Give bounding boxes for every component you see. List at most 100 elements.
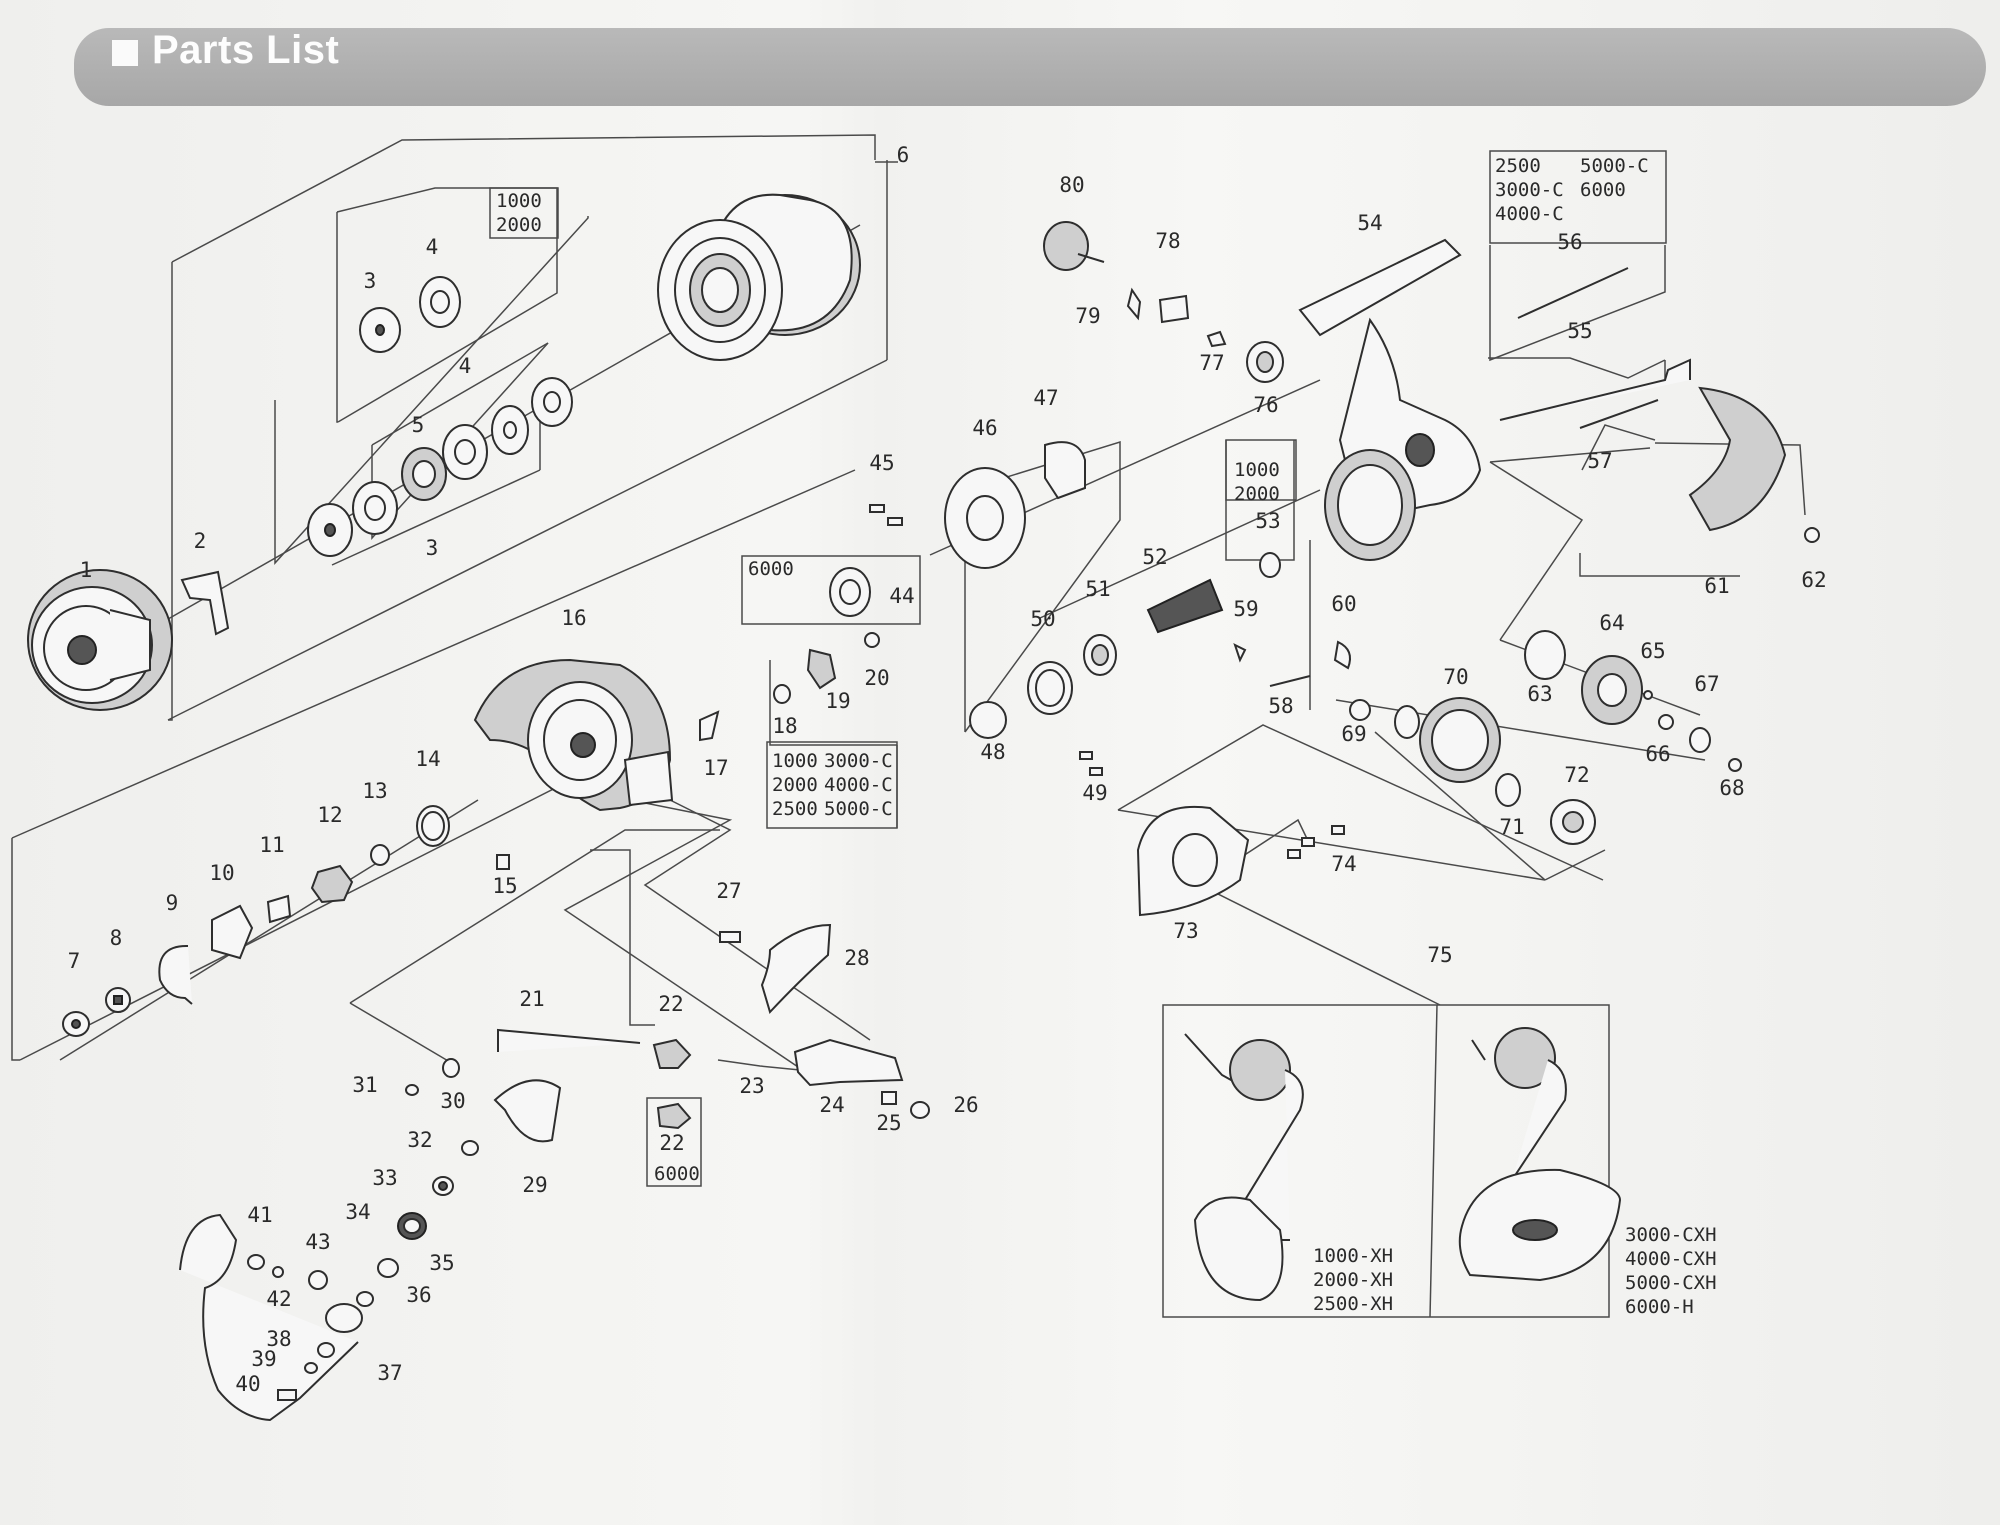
- part-number-label: 52: [1142, 545, 1167, 569]
- box-label: 2500: [772, 798, 818, 820]
- box-label: 2500-XH: [1313, 1293, 1393, 1315]
- handle-parts: [1184, 1027, 1622, 1302]
- box-label: 1000-XH: [1313, 1245, 1393, 1267]
- part-number-label: 63: [1527, 682, 1552, 706]
- box-label: 2000: [772, 774, 818, 796]
- part-number-label: 39: [251, 1347, 276, 1371]
- part-number-label: 41: [247, 1203, 272, 1227]
- part-number-label: 59: [1233, 597, 1258, 621]
- part-number-label: 70: [1443, 665, 1468, 689]
- part-number-label: 24: [819, 1093, 844, 1117]
- part-number-label: 10: [209, 861, 234, 885]
- drag-knob-part: [27, 569, 173, 711]
- part-number-label: 33: [372, 1166, 397, 1190]
- part-number-label: 57: [1587, 449, 1612, 473]
- spool-part: [657, 193, 861, 361]
- box-label: 2500: [1495, 155, 1541, 177]
- part-number-label: 67: [1694, 672, 1719, 696]
- part-number-label: 4: [426, 235, 439, 259]
- part-number-label: 27: [716, 879, 741, 903]
- part-number-label: 28: [844, 946, 869, 970]
- part-number-label: 23: [739, 1074, 764, 1098]
- part-number-label: 64: [1599, 611, 1624, 635]
- part-number-label: 9: [166, 891, 179, 915]
- part-number-label: 43: [305, 1230, 330, 1254]
- part-number-label: 5: [412, 413, 425, 437]
- header-bar: [74, 28, 1986, 106]
- body-parts: [829, 221, 1820, 917]
- box-label: 5000-CXH: [1625, 1272, 1717, 1294]
- part-number-label: 3: [364, 269, 377, 293]
- part-number-label: 21: [519, 987, 544, 1011]
- part-number-label: 78: [1155, 229, 1180, 253]
- part-number-label: 44: [889, 584, 914, 608]
- box-label: 6000-H: [1625, 1296, 1694, 1318]
- part-number-label: 47: [1033, 386, 1058, 410]
- part-number-label: 62: [1801, 568, 1826, 592]
- part-number-label: 48: [980, 740, 1005, 764]
- part-number-label: 65: [1640, 639, 1665, 663]
- part-number-label: 4: [459, 354, 472, 378]
- box-label: 2000-XH: [1313, 1269, 1393, 1291]
- washer-size-box: [489, 187, 559, 239]
- box-labels: 1000 2000 2500 5000-C 3000-C 6000 4000-C…: [496, 155, 1717, 1318]
- box-label: 6000: [748, 558, 794, 580]
- box-label: 3000-C: [1495, 179, 1564, 201]
- box-label: 2000: [1234, 483, 1280, 505]
- main-gear-model-box: [1489, 150, 1667, 244]
- bearing-53-box: [1225, 439, 1297, 501]
- part-22-alt-box: [646, 1097, 702, 1187]
- box-label: 1000: [1234, 459, 1280, 481]
- bail-parts: [179, 923, 930, 1422]
- part-number-label: 53: [1255, 509, 1280, 533]
- part-number-label: 72: [1564, 763, 1589, 787]
- part-number-label: 12: [317, 803, 342, 827]
- part-number-label: 77: [1199, 351, 1224, 375]
- part-number-label: 50: [1030, 607, 1055, 631]
- part-number-label: 34: [345, 1200, 370, 1224]
- part-number-label: 19: [825, 689, 850, 713]
- part-number-label: 30: [440, 1089, 465, 1113]
- part-number-label: 14: [415, 747, 440, 771]
- part-number-label: 22: [658, 992, 683, 1016]
- box-label: 4000-CXH: [1625, 1248, 1717, 1270]
- box-label: 5000-C: [1580, 155, 1649, 177]
- roller-model-box: [766, 741, 898, 829]
- part-number-label: 2: [194, 529, 207, 553]
- box-label: 6000: [1580, 179, 1626, 201]
- part-number-label: 40: [235, 1372, 260, 1396]
- part-number-label: 58: [1268, 694, 1293, 718]
- rotor-parts: [62, 632, 880, 1037]
- part-number-label: 31: [352, 1073, 377, 1097]
- box-label: 4000-C: [824, 774, 893, 796]
- part-number-label: 69: [1341, 722, 1366, 746]
- part-number-label: 20: [864, 666, 889, 690]
- part-number-label: 3: [426, 536, 439, 560]
- box-label: 5000-C: [824, 798, 893, 820]
- box-label: 1000: [496, 190, 542, 212]
- part-number-label: 76: [1253, 393, 1278, 417]
- part-number-label: 13: [362, 779, 387, 803]
- part-number-label: 68: [1719, 776, 1744, 800]
- page-title: Parts List: [152, 28, 340, 72]
- part-number-label: 25: [876, 1111, 901, 1135]
- part-number-label: 46: [972, 416, 997, 440]
- part-number-label: 29: [522, 1173, 547, 1197]
- box-label: 6000: [654, 1163, 700, 1185]
- part-number-label: 71: [1499, 815, 1524, 839]
- part-number-label: 80: [1059, 173, 1084, 197]
- bearing-44-box: [741, 555, 921, 625]
- part-number-label: 51: [1085, 577, 1110, 601]
- part-number-label: 49: [1082, 781, 1107, 805]
- part-number-label: 37: [377, 1361, 402, 1385]
- box-label: 2000: [496, 214, 542, 236]
- part-number-label: 36: [406, 1283, 431, 1307]
- handle-options-box: [1162, 1004, 1610, 1318]
- part-number-label: 18: [772, 714, 797, 738]
- spool-parts: [27, 193, 861, 711]
- part-number-label: 60: [1331, 592, 1356, 616]
- part-number-label: 15: [492, 874, 517, 898]
- handle-cxh-part: [1458, 1027, 1622, 1282]
